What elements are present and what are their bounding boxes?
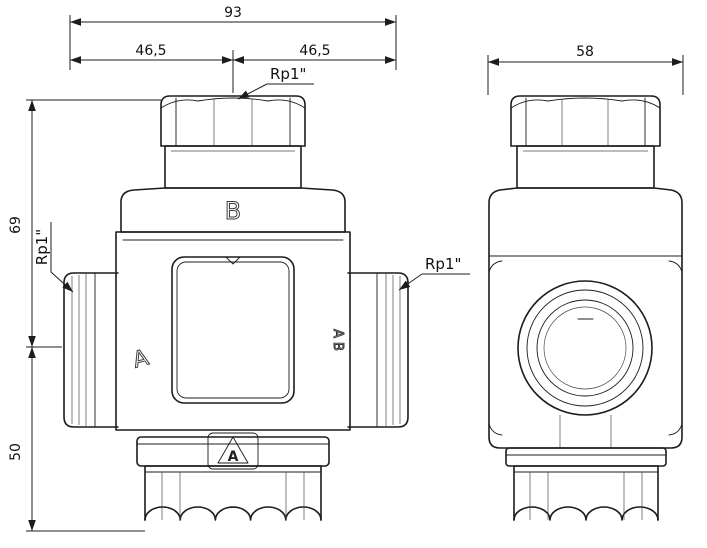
front-logo: A <box>207 432 259 470</box>
side-top-port <box>510 95 661 147</box>
leader-port-right-thread: Rp1" <box>398 255 470 291</box>
logo-triangle-icon <box>217 436 249 464</box>
port-b-label: B <box>225 197 241 225</box>
front-bottom-flange <box>136 436 330 521</box>
dim-overall-width: 93 <box>69 5 397 70</box>
side-view <box>488 95 683 521</box>
port-a-label: A <box>130 345 151 373</box>
dim-upper-height-value: 69 <box>8 216 24 234</box>
dim-side-width: 58 <box>487 44 684 95</box>
dim-side-width-value: 58 <box>576 44 594 60</box>
side-bottom-flange <box>505 447 667 521</box>
leader-port-left-thread: Rp1" <box>33 222 74 293</box>
side-body <box>488 187 683 449</box>
dim-overall-width-value: 93 <box>224 5 242 21</box>
front-left-port <box>63 272 119 428</box>
dimensions: 93 46,5 46,5 Rp1" 69 50 <box>8 5 684 532</box>
front-body <box>115 231 351 431</box>
port-right-thread-label: Rp1" <box>425 255 461 273</box>
dim-half-widths: 46,5 46,5 <box>70 43 396 93</box>
front-top-port <box>160 95 306 147</box>
leader-port-top-thread: Rp1" <box>237 65 314 100</box>
port-top-thread-label: Rp1" <box>270 65 306 83</box>
front-view: B A AB <box>63 95 409 521</box>
dim-half-width-left-value: 46,5 <box>135 43 166 59</box>
dim-lower-height-value: 50 <box>8 443 24 461</box>
dim-lower-height: 50 <box>8 347 145 532</box>
dim-half-width-right-value: 46,5 <box>299 43 330 59</box>
port-ab-label: AB <box>330 329 345 355</box>
front-center-panel <box>171 256 295 404</box>
logo-letter: A <box>228 449 239 465</box>
dim-upper-height: 69 <box>8 99 161 348</box>
side-port-face <box>517 280 653 416</box>
front-right-port <box>347 272 409 428</box>
port-left-thread-label: Rp1" <box>33 229 51 265</box>
